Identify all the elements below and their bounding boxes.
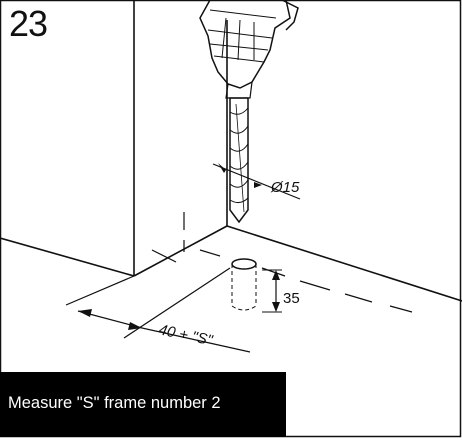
step-number: 23 (9, 3, 48, 44)
caption-text: Measure "S" frame number 2 (8, 394, 221, 412)
caption-bar: Measure "S" frame number 2 (0, 372, 286, 437)
diameter-callout: Ø15 (212, 163, 301, 200)
distance-label: 40 + "S" (157, 321, 214, 349)
drill-bit-icon (229, 97, 249, 224)
dowel-hole-icon (231, 258, 257, 311)
diameter-label: Ø15 (270, 179, 300, 196)
distance-dimension: 40 + "S" (65, 267, 251, 353)
depth-label: 35 (283, 290, 300, 307)
drill-chuck-icon (199, 0, 299, 99)
depth-dimension: 35 (262, 269, 300, 313)
center-lines (151, 212, 413, 313)
